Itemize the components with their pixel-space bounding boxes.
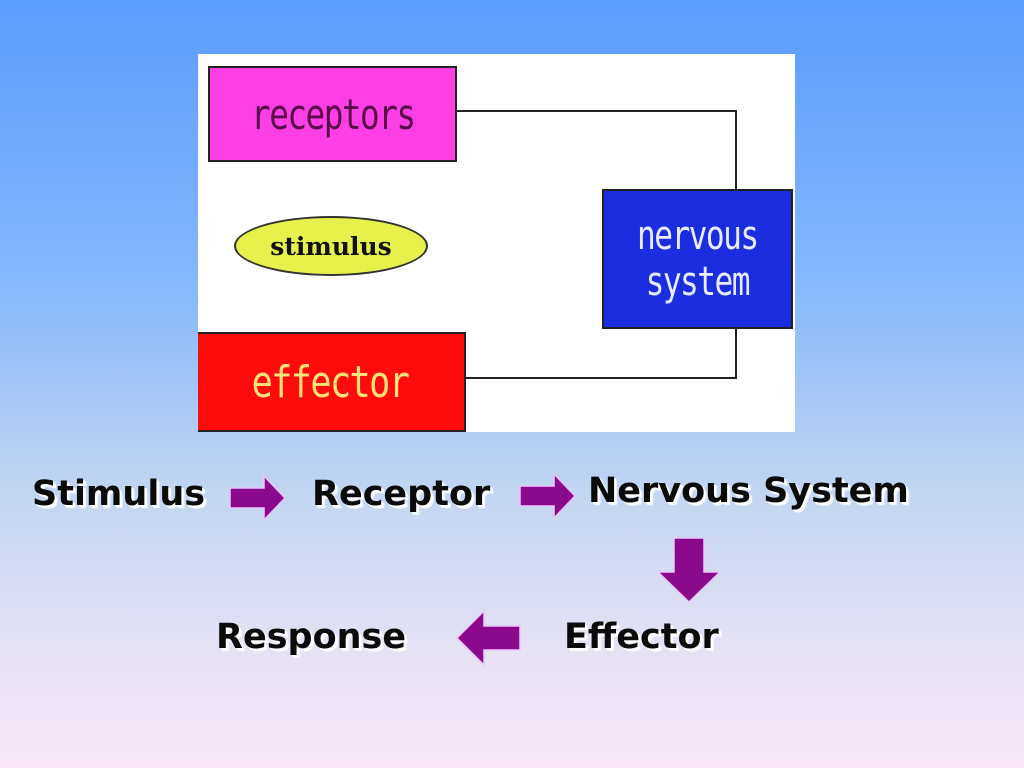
- nervous-label-line1: nervous: [637, 213, 759, 259]
- nervous-to-effector-line: [466, 329, 737, 379]
- connector-lines: [457, 110, 737, 379]
- nervous-label-line2: system: [645, 259, 751, 305]
- nervous-system-box: nervous system: [602, 189, 793, 329]
- reflex-diagram-image: receptors stimulus nervous system effect…: [198, 54, 795, 432]
- flow-effector-text: Effector: [564, 617, 719, 657]
- flow-receptor-text: Receptor: [312, 474, 491, 514]
- stimulus-oval: stimulus: [234, 216, 428, 276]
- effector-box: effector: [198, 332, 466, 432]
- flow-stimulus-text: Stimulus: [32, 474, 206, 514]
- left-arrow-icon: [455, 609, 521, 667]
- receptors-to-nervous-line: [457, 110, 737, 189]
- effector-label: effector: [251, 356, 410, 408]
- down-arrow-icon: [656, 537, 722, 604]
- receptors-box: receptors: [208, 66, 457, 162]
- right-arrow-icon: [519, 472, 577, 520]
- stimulus-label: stimulus: [270, 231, 392, 261]
- flow-nervous-system-text: Nervous System: [588, 471, 909, 511]
- flow-response-text: Response: [216, 617, 407, 657]
- receptors-label: receptors: [250, 89, 416, 139]
- right-arrow-icon: [229, 474, 287, 522]
